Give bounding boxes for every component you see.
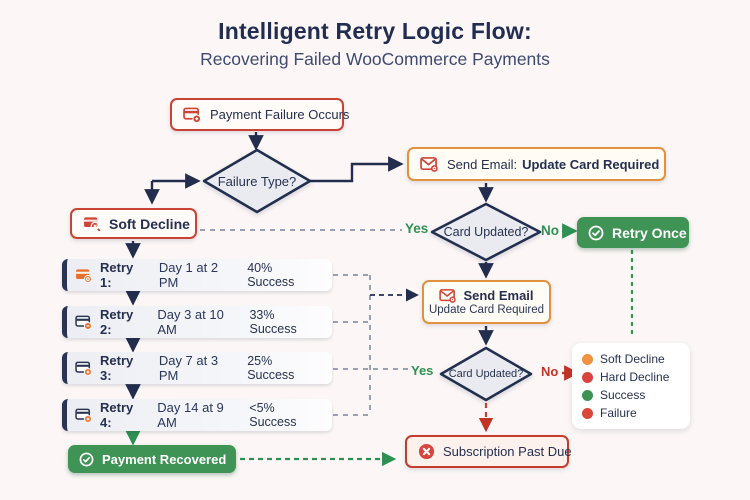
retry-2-row: Retry 2: Day 3 at 10 AM 33% Success — [62, 306, 332, 338]
retry-3-row: Retry 3: Day 7 at 3 PM 25% Success — [62, 352, 332, 384]
send-email-mid-line2: Update Card Required — [428, 304, 545, 316]
retry-3-success: 25% Success — [247, 354, 295, 382]
hard-decline-dot — [582, 371, 593, 383]
retry-once-node: Retry Once — [577, 217, 689, 248]
soft-decline-label: Soft Decline — [109, 215, 190, 232]
legend-card: Soft Decline Hard Decline Success Failur… — [572, 343, 690, 429]
retry-2-detail: Day 3 at 10 AM — [157, 307, 224, 337]
card-updated-2-label: Card Updated? — [448, 368, 524, 380]
subscription-past-due-label: Subscription Past Due — [443, 444, 572, 459]
retry-2-success: 33% Success — [249, 308, 297, 336]
subscription-past-due-node: Subscription Past Due — [405, 435, 572, 468]
soft-decline-node: Soft Decline — [70, 208, 197, 239]
failure-type-diamond — [202, 148, 312, 214]
legend-label: Success — [600, 388, 646, 402]
email-alert-icon — [439, 288, 457, 303]
retry-4-label: Retry 4: — [100, 400, 134, 430]
x-circle-icon — [418, 443, 435, 460]
legend-label: Hard Decline — [600, 370, 670, 384]
card-updated-2-no-label: No — [541, 364, 559, 379]
success-dot — [582, 389, 593, 401]
card-updated-1-label: Card Updated? — [443, 225, 529, 239]
retry-3-detail: Day 7 at 3 PM — [158, 353, 219, 383]
card-updated-1-diamond — [430, 202, 542, 262]
legend-item-hard-decline: Hard Decline — [582, 370, 680, 384]
retry-4-detail: Day 14 at 9 AM — [157, 400, 224, 430]
check-circle-icon — [79, 452, 94, 467]
send-email-mid-node: Send Email Update Card Required — [422, 280, 551, 324]
retry-3-label: Retry 3: — [100, 353, 134, 383]
payment-failure-label: Payment Failure Occurs — [210, 107, 350, 122]
send-email-top-prefix: Send Email: — [447, 156, 518, 172]
card-retry-icon — [75, 315, 93, 330]
send-email-mid-line1: Send Email — [463, 288, 534, 303]
retry-4-row: Retry 4: Day 14 at 9 AM <5% Success — [62, 399, 332, 431]
card-updated-1-no-label: No — [541, 223, 559, 238]
legend-item-soft-decline: Soft Decline — [582, 352, 680, 366]
retry-1-row: Retry 1: Day 1 at 2 PM 40% Success — [62, 259, 332, 291]
failure-dot — [582, 407, 593, 419]
card-retry-icon — [75, 361, 93, 376]
payment-recovered-node: Payment Recovered — [68, 445, 236, 473]
retry-2-label: Retry 2: — [100, 307, 134, 337]
payment-recovered-label: Payment Recovered — [102, 451, 227, 467]
card-updated-1-yes-label: Yes — [405, 221, 429, 236]
legend-label: Soft Decline — [600, 352, 665, 366]
card-error-icon — [183, 107, 202, 123]
legend-item-success: Success — [582, 388, 680, 402]
page-subtitle: Recovering Failed WooCommerce Payments — [200, 49, 550, 69]
legend-item-failure: Failure — [582, 406, 680, 420]
retry-once-label: Retry Once — [612, 224, 687, 241]
send-email-top-node: Send Email: Update Card Required — [407, 147, 666, 181]
email-alert-icon — [420, 156, 439, 172]
card-retry-icon — [75, 408, 93, 423]
edge-type-to-send-email-top — [310, 156, 404, 183]
send-email-top-emphasis: Update Card Required — [522, 156, 660, 172]
card-updated-2-yes-label: Yes — [411, 363, 434, 378]
failure-type-label: Failure Type? — [217, 174, 297, 189]
page-title: Intelligent Retry Logic Flow: — [218, 18, 532, 44]
card-decline-icon — [83, 216, 101, 231]
legend-label: Failure — [600, 406, 637, 420]
payment-failure-node: Payment Failure Occurs — [170, 98, 349, 131]
retry-1-success: 40% Success — [247, 261, 295, 289]
check-circle-icon — [588, 225, 604, 241]
retry-4-success: <5% Success — [249, 401, 297, 429]
soft-decline-dot — [582, 353, 593, 365]
card-retry-icon — [75, 268, 93, 283]
card-updated-2-diamond — [439, 346, 533, 402]
retry-1-label: Retry 1: — [100, 260, 134, 290]
retry-1-detail: Day 1 at 2 PM — [158, 260, 219, 290]
